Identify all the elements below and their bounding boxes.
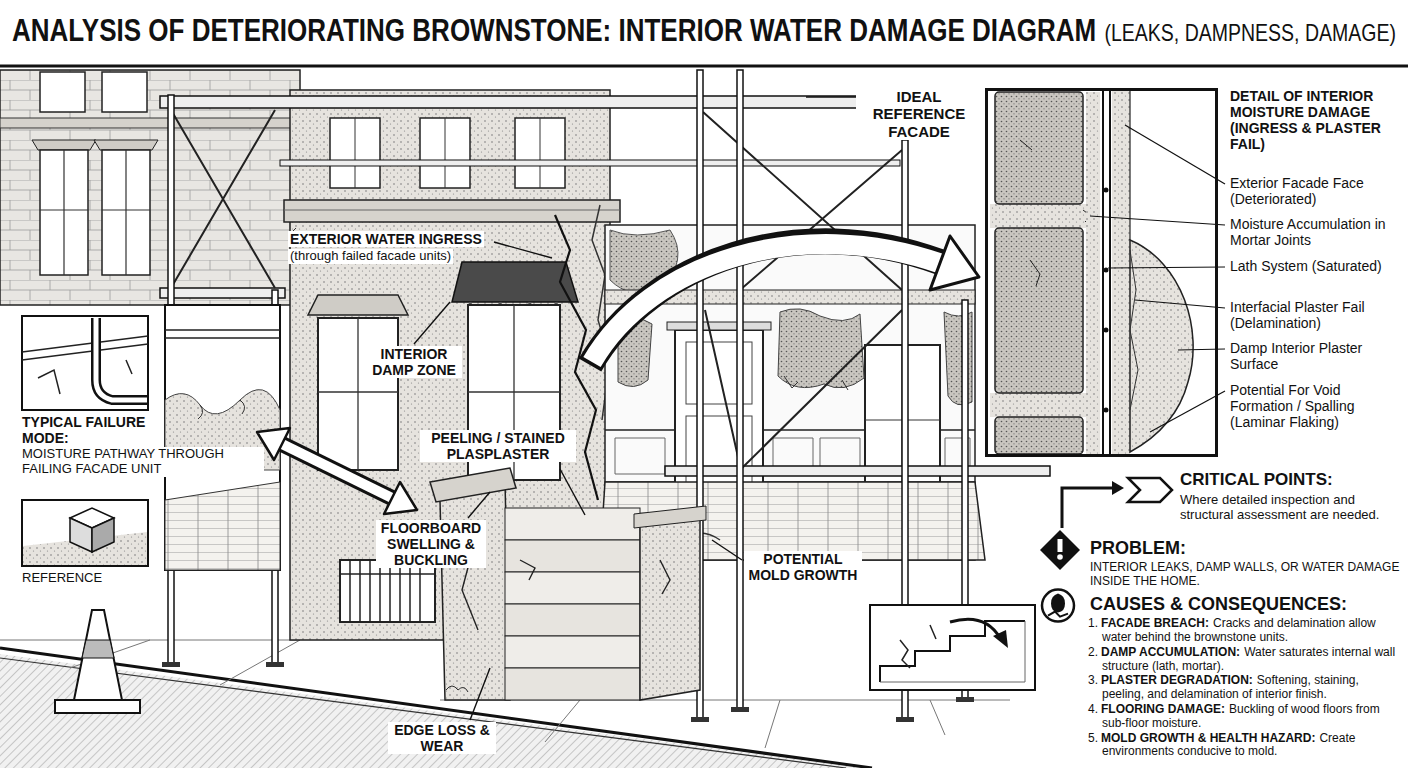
inset-caption: MOISTURE PATHWAY THROUGH FAILING FACADE … bbox=[20, 447, 264, 477]
list-key: PLASTER DEGRADATION: bbox=[1101, 673, 1253, 687]
list-number: 3. bbox=[1088, 673, 1098, 687]
diagram-title: ANALYSIS OF DETERIORATING BROWNSTONE: IN… bbox=[12, 12, 1096, 48]
list-item: 5.MOLD GROWTH & HEALTH HAZARD:Create env… bbox=[1088, 732, 1404, 760]
detail-label: Potential For Void Formation / Spalling … bbox=[1228, 382, 1404, 430]
list-number: 4. bbox=[1088, 702, 1098, 716]
callout-label: INTERIOR DAMP ZONE bbox=[366, 346, 462, 378]
detail-label: Interfacial Plaster Fail (Delamination) bbox=[1228, 299, 1404, 331]
list-key: MOLD GROWTH & HEALTH HAZARD: bbox=[1101, 731, 1315, 745]
list-key: DAMP ACCUMULATION: bbox=[1101, 645, 1240, 659]
callout-label: EXTERIOR WATER INGRESS bbox=[288, 231, 484, 247]
inset-caption: REFERENCE bbox=[20, 571, 104, 586]
list-item: 3.PLASTER DEGRADATION:Softening, stainin… bbox=[1088, 674, 1404, 702]
detail-label: Exterior Facade Face (Deteriorated) bbox=[1228, 175, 1404, 207]
section-heading: CAUSES & CONSEQUENCES: bbox=[1088, 594, 1349, 615]
list-item: 1.FACADE BREACH:Cracks and delamination … bbox=[1088, 617, 1404, 645]
list-number: 1. bbox=[1088, 616, 1098, 630]
callout-label: PEELING / STAINED PLASPLASTER bbox=[420, 430, 576, 462]
section-note: Where detailed inspection and structural… bbox=[1178, 493, 1402, 523]
callout-note: (through failed facade units) bbox=[288, 249, 453, 264]
list-key: FLOORING DAMAGE: bbox=[1101, 702, 1225, 716]
detail-label: Moisture Accumulation in Mortar Joints bbox=[1228, 216, 1404, 248]
detail-label: Lath System (Saturated) bbox=[1228, 258, 1404, 274]
section-heading: PROBLEM: bbox=[1088, 538, 1188, 559]
callout-label: IDEAL REFERENCE FACADE bbox=[856, 88, 982, 140]
list-key: FACADE BREACH: bbox=[1101, 616, 1209, 630]
list-number: 2. bbox=[1088, 645, 1098, 659]
title-subtitle: (LEAKS, DAMPNESS, DAMAGE) bbox=[1104, 19, 1396, 46]
section-note: INTERIOR LEAKS, DAMP WALLS, OR WATER DAM… bbox=[1088, 561, 1404, 589]
list-item: 4.FLOORING DAMAGE:Buckling of wood floor… bbox=[1088, 703, 1404, 731]
panel-heading: DETAIL OF INTERIOR MOISTURE DAMAGE (INGR… bbox=[1230, 88, 1406, 152]
callout-label: POTENTIAL MOLD GROWTH bbox=[744, 551, 862, 583]
detail-panel: DETAIL OF INTERIOR MOISTURE DAMAGE (INGR… bbox=[985, 88, 1218, 457]
inset-heading: TYPICAL FAILURE MODE: bbox=[20, 414, 164, 446]
detail-label: Damp Interior Plaster Surface bbox=[1228, 340, 1404, 372]
section-heading: CRITICAL POINTS: bbox=[1178, 470, 1335, 490]
callout-label: EDGE LOSS & WEAR bbox=[388, 722, 496, 754]
title-bar: ANALYSIS OF DETERIORATING BROWNSTONE: IN… bbox=[12, 12, 1396, 49]
list-item: 2.DAMP ACCUMULATION:Water saturates inte… bbox=[1088, 646, 1404, 674]
callout-label: FLOORBOARD SWELLING & BUCKLING bbox=[376, 520, 486, 568]
list-number: 5. bbox=[1088, 731, 1098, 745]
